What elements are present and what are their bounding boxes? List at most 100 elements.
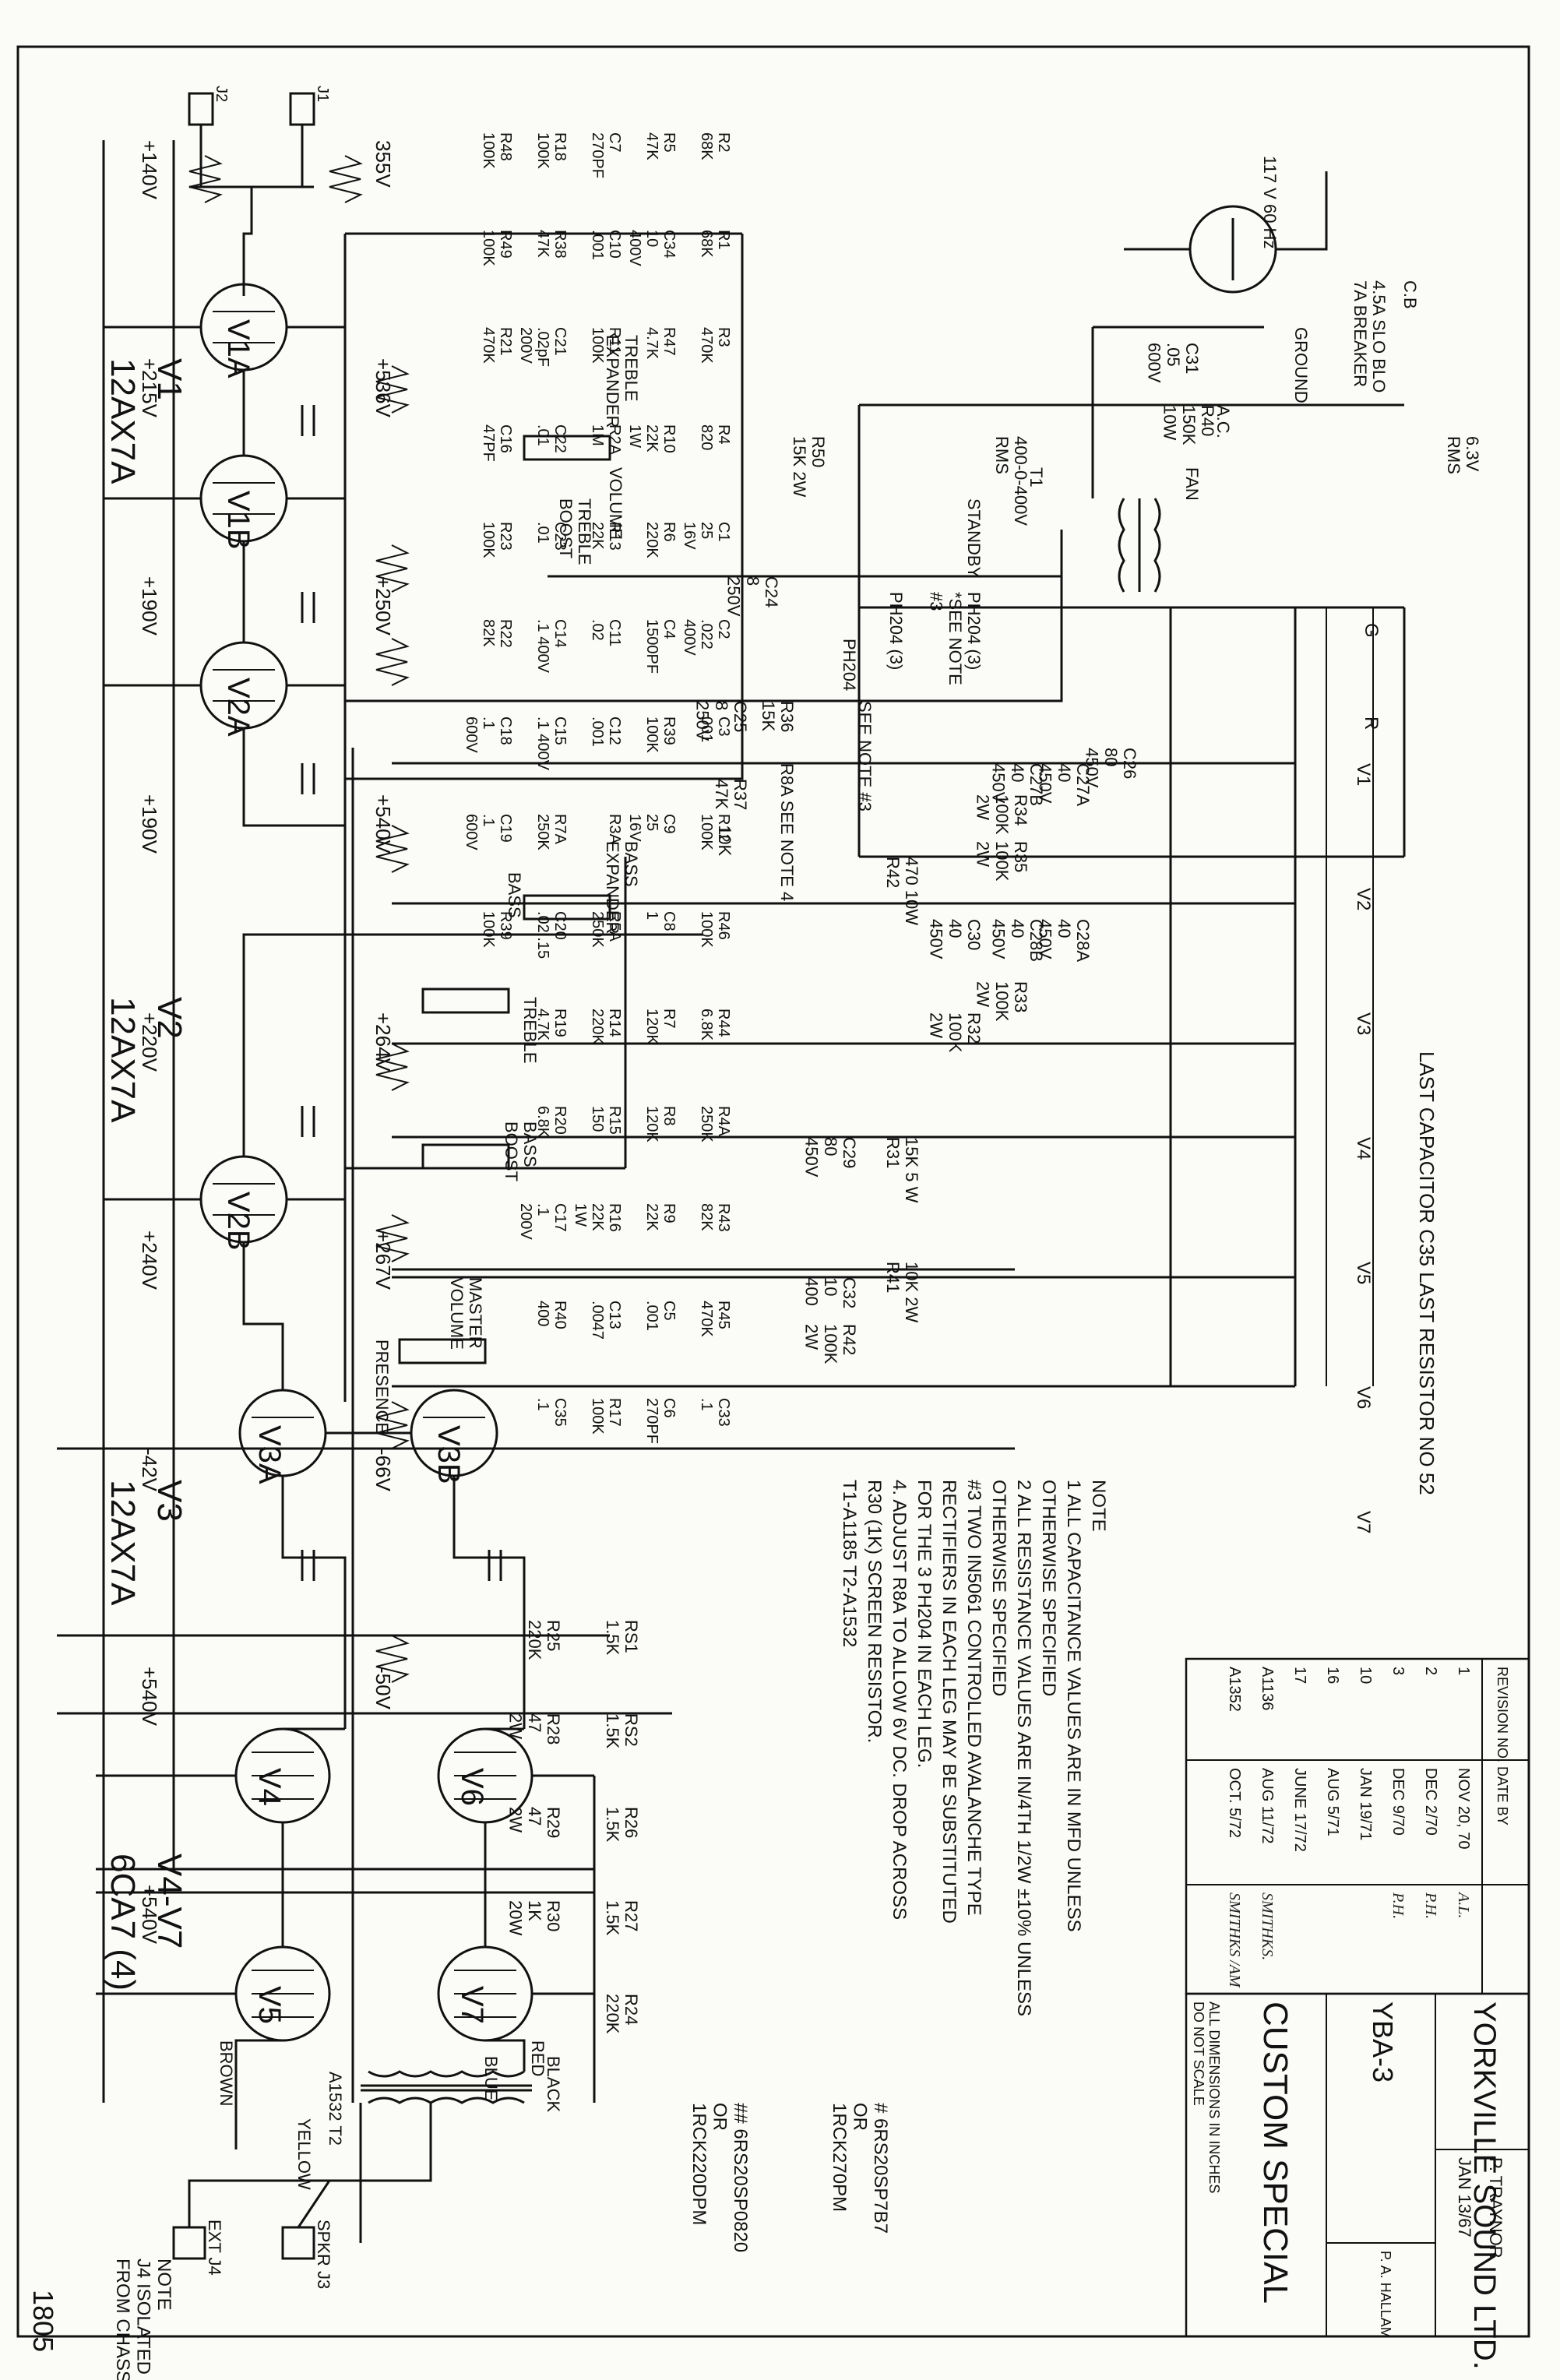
revision-no-7: A1136 — [1259, 1667, 1276, 1710]
component-c20: C20.02 .15 — [534, 911, 569, 959]
output-part-r26: R261.5K — [603, 1807, 641, 1843]
power-c30: C3040450V — [927, 919, 984, 959]
tube-section-v6: V6 — [455, 1768, 489, 1806]
power-r34: R34100K2W — [974, 794, 1030, 835]
component-r18: R18100K — [534, 132, 569, 169]
power-rect3: PH204 — [840, 639, 859, 691]
jack-j2-label: J2 — [213, 86, 230, 102]
voltage-5: +220V — [138, 1012, 161, 1072]
voltage-1: +140V — [138, 140, 161, 200]
component-r12: R12100K — [698, 814, 732, 850]
revision-date-4: JAN 19/71 — [1357, 1768, 1374, 1840]
component-c12: C12.001 — [589, 716, 623, 747]
transformer-label-1: A1532 T2 — [326, 2072, 345, 2146]
component-c9: C92516V — [626, 814, 678, 842]
engineer-stamp: P. A. HALLAM — [1378, 2251, 1393, 2339]
power-r35: R35100K2W — [974, 841, 1030, 882]
drawing-frame — [16, 45, 1530, 2338]
output-part-r24: R24220K — [603, 1994, 641, 2034]
component-c5: C5.001 — [643, 1301, 678, 1331]
power-r50: R5015K 2W — [790, 436, 828, 497]
component-r21: R21470K — [480, 327, 514, 364]
tube-ref-v3: V3 — [150, 1480, 188, 1522]
component-r19: R194.7K — [534, 1009, 569, 1041]
component-c1: C12516V — [681, 522, 732, 550]
control-label-8: MASTERVOLUME — [447, 1277, 485, 1350]
revision-no-2: 2 — [1422, 1667, 1439, 1675]
heater-v7: V7 — [1353, 1511, 1374, 1533]
jack-j1-label: J1 — [314, 86, 331, 102]
component-r43: R4382K — [698, 1203, 732, 1232]
control-label-2: VOLUME — [606, 467, 625, 540]
heater-v1: V1 — [1353, 763, 1374, 786]
component-c6: C6270PF — [643, 1398, 678, 1444]
tube-section-v4: V4 — [252, 1768, 287, 1806]
component-r6: R6220K — [643, 522, 678, 558]
revision-no-3: 3 — [1389, 1667, 1407, 1675]
component-r13: R1322K — [589, 522, 623, 551]
tube-note-1: # 6RS20SP7B7OR1RCK270PM — [829, 2103, 891, 2234]
component-c18: C18.1600V — [463, 716, 514, 753]
power-see_note: SEE NOTE #3 — [855, 701, 875, 812]
model-number: YBA-3 — [1367, 2002, 1399, 2082]
voltage-16: -66V — [372, 1449, 395, 1492]
revision-date-2: DEC 2/70 — [1422, 1768, 1439, 1836]
component-r49: R49100K — [480, 230, 514, 266]
power-mains: 117 V 60 Hz — [1260, 156, 1280, 248]
transformer-label-3: BLACK — [544, 2056, 563, 2112]
power-ground: GROUND — [1291, 327, 1311, 403]
revision-by-3: P.H. — [1389, 1892, 1407, 1919]
component-r3: R3470K — [698, 327, 732, 364]
power-r8a: R8A SEE NOTE 4 — [777, 763, 797, 901]
tube-type-2: 12AX7A — [104, 997, 142, 1123]
component-r40: R40400 — [534, 1301, 569, 1329]
tube-section-v7: V7 — [455, 1986, 489, 2024]
power-c27b: C27B40450V — [989, 763, 1046, 806]
tube-section-v2a: V2A — [221, 678, 255, 737]
note-line-8: FOR THE 3 PH204 IN EACH LEG. — [914, 1480, 935, 1768]
output-part-r28: R28472W — [506, 1713, 563, 1745]
control-label-5: TREBLE — [520, 997, 540, 1064]
component-c7: C7270PF — [589, 132, 623, 178]
power-r33: R33100K2W — [974, 981, 1030, 1022]
power-r40: R40150K10W — [1160, 405, 1217, 445]
preamp-resistors — [188, 155, 410, 1683]
component-r1: R168K — [698, 230, 732, 258]
component-r11: R11100K — [589, 327, 623, 364]
power-r8a_val: 10K — [715, 826, 734, 856]
power-supply — [392, 171, 1406, 1388]
component-r15: R15150 — [589, 1106, 623, 1135]
output-part-rs1: RS11.5K — [603, 1620, 641, 1656]
power-c32: C3210400 — [802, 1277, 859, 1308]
tube-ref-v2: V2 — [150, 997, 188, 1039]
output-part-r29: R29472W — [506, 1807, 563, 1838]
control-label-3: TREBLEBOOST — [556, 498, 594, 565]
tube-type-1: 12AX7A — [104, 358, 142, 484]
heater-v6: V6 — [1353, 1386, 1374, 1409]
tube-section-v2b: V2B — [221, 1192, 255, 1251]
pilot-lamp-r: R — [1361, 716, 1382, 730]
revision-no-1: 1 — [1455, 1667, 1472, 1675]
output-part-rs2: RS21.5K — [603, 1713, 641, 1749]
preamp-capacitors — [301, 405, 502, 1581]
component-r5a: R5A250K — [589, 911, 623, 948]
control-label-6: BASSBOOST — [502, 1121, 540, 1181]
tube-section-v1b: V1B — [221, 491, 255, 550]
component-r9: R922K — [643, 1203, 678, 1231]
tube-note-2: ## 6RS20SP0820OR1RCK220DPM — [688, 2103, 751, 2252]
power-c31: C31.05600V — [1145, 343, 1202, 383]
pilot-lamp-g: G — [1361, 623, 1382, 638]
voltage-13: +540V — [372, 794, 395, 854]
voltage-4: +190V — [138, 794, 161, 854]
output-note: NOTEJ4 ISOLATEDFROM CHASSIS — [112, 2259, 174, 2380]
power-c25: C258250V — [693, 701, 750, 741]
component-c21: C21.02pF200V — [517, 327, 569, 367]
output-part-r30: R301K20W — [506, 1900, 563, 1935]
note-line-10: R30 (1K) SCREEN RESISTOR. — [864, 1480, 885, 1743]
note-line-5: OTHERWISE SPECIFIED — [988, 1480, 1009, 1696]
component-r4: R4820 — [698, 424, 732, 450]
tube-type-3: 12AX7A — [104, 1480, 142, 1606]
power-r32: R32100K2W — [927, 1012, 984, 1053]
